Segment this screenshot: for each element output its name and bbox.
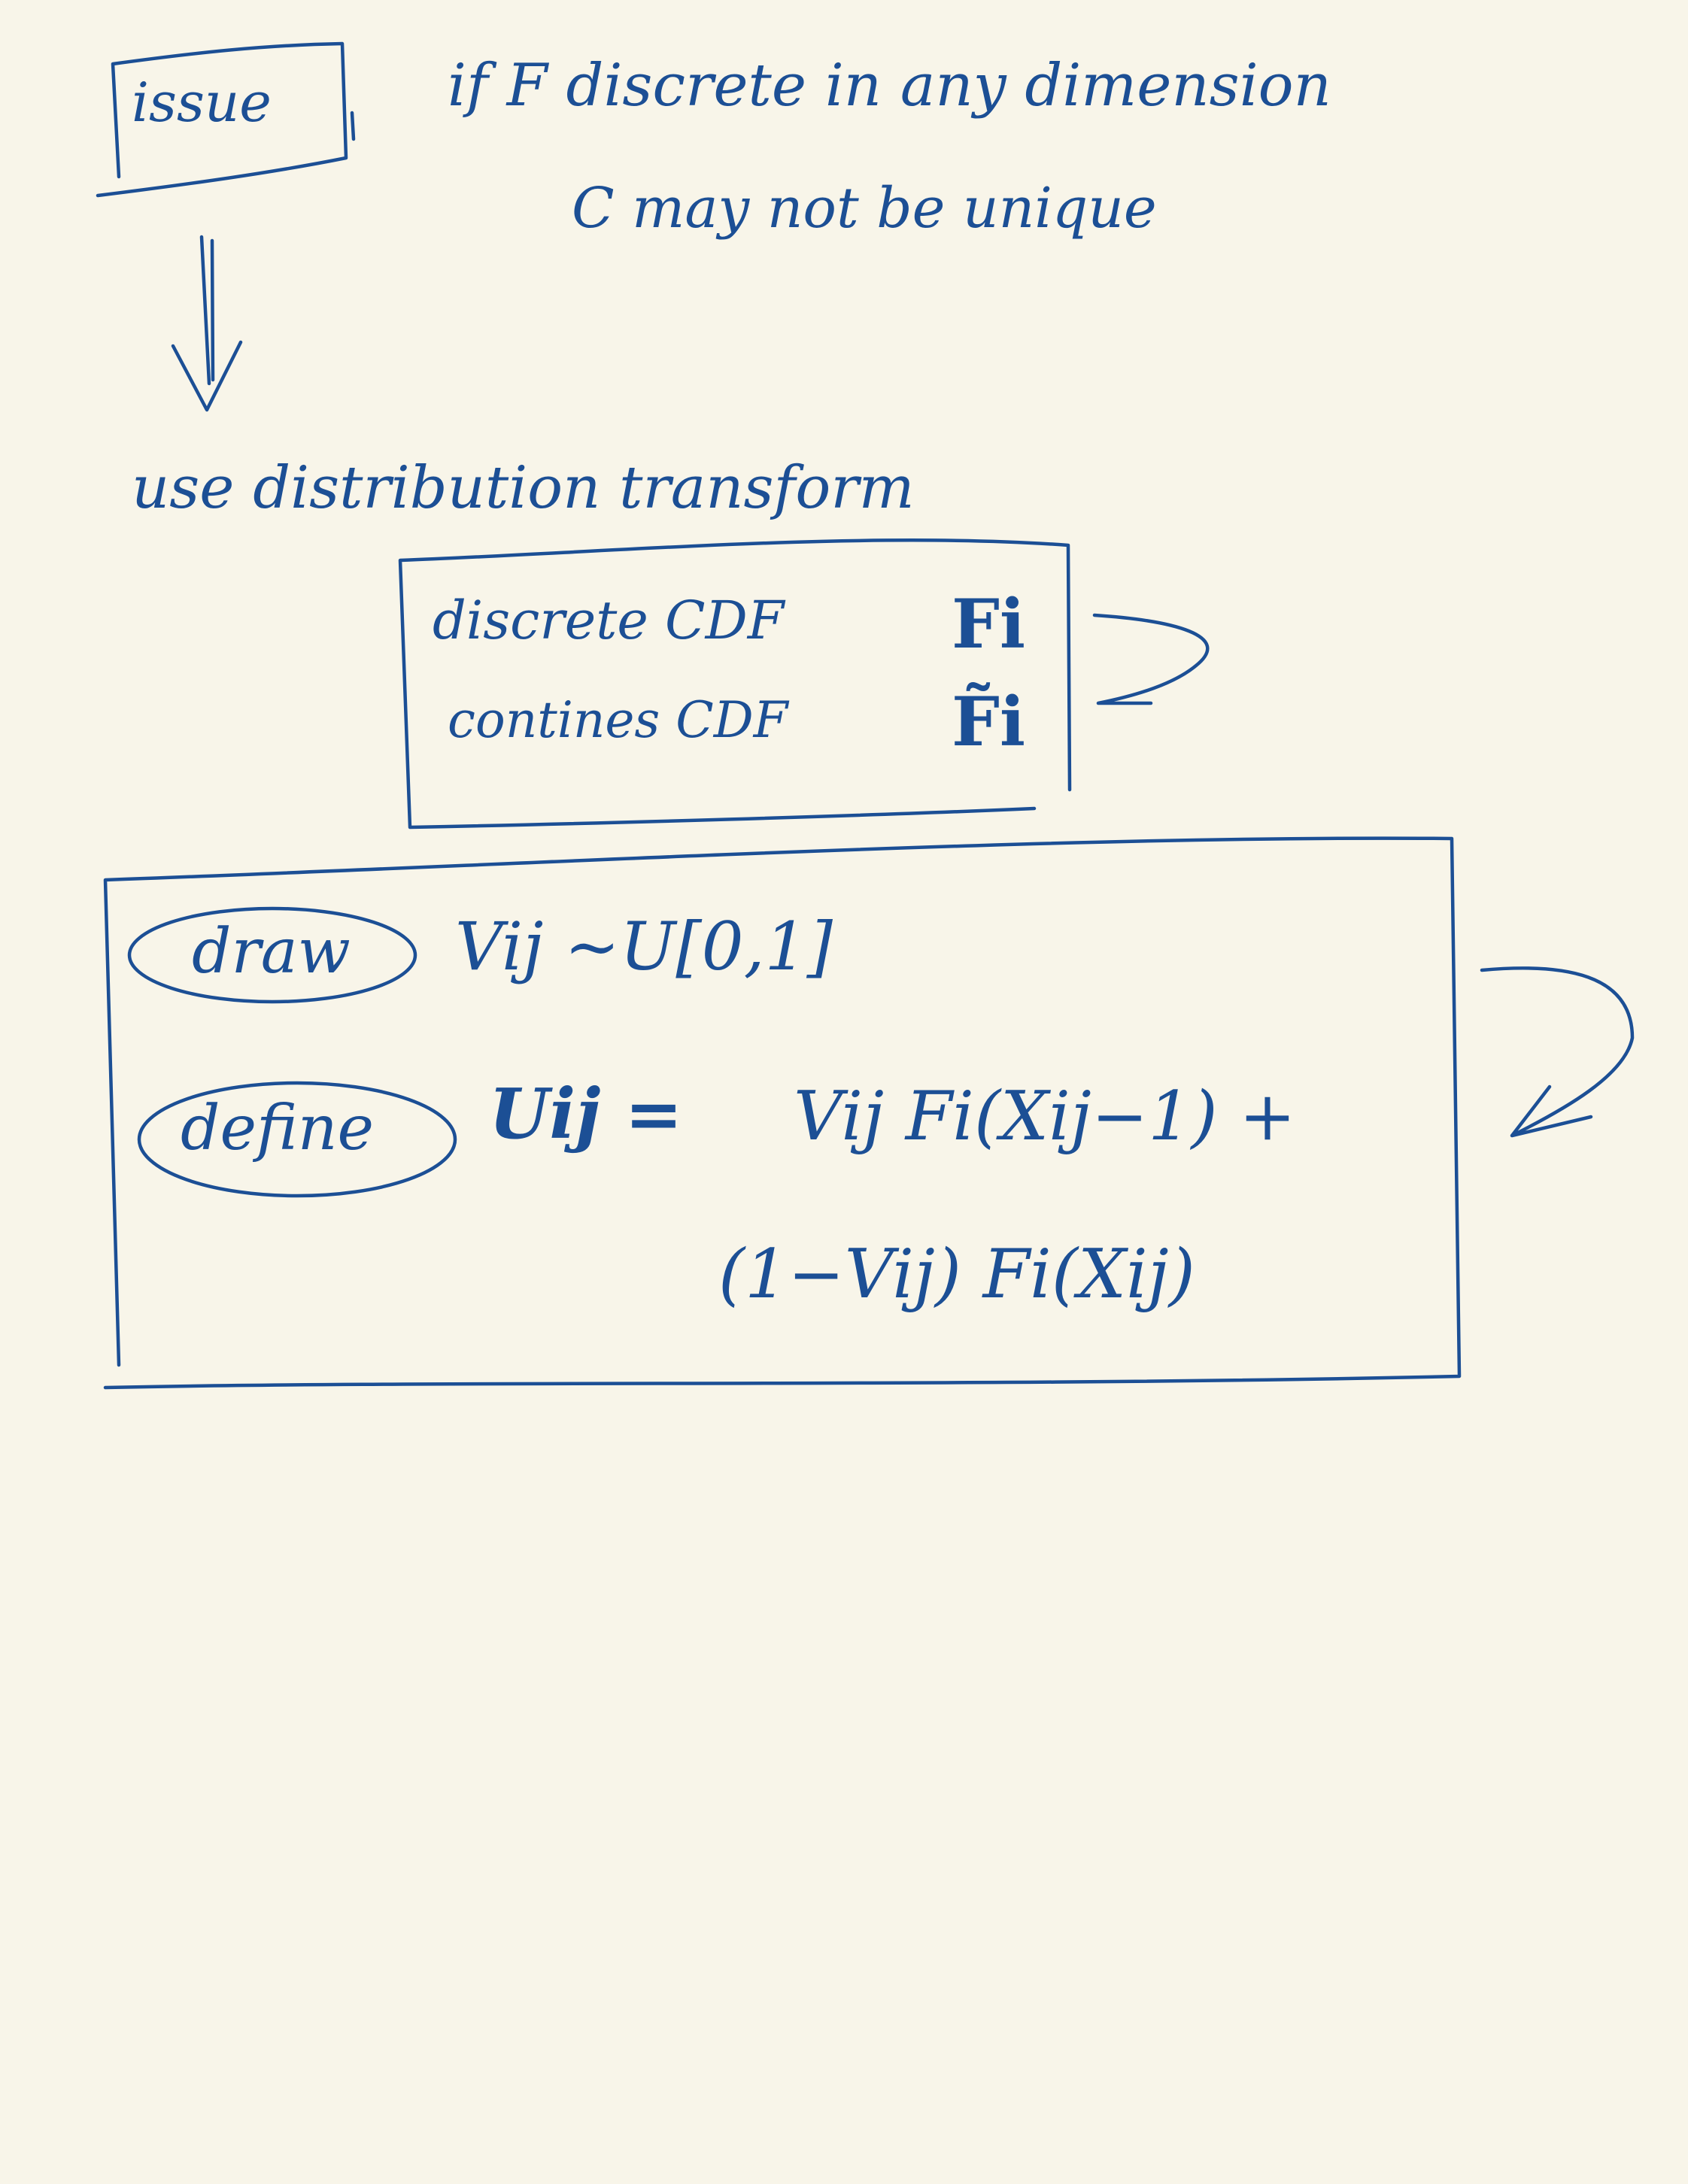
draw-formula: Vij ~U[0,1]	[455, 908, 833, 985]
define-label: define	[181, 1093, 375, 1164]
draw-label: draw	[192, 916, 351, 987]
define-lhs: Uij =	[489, 1073, 683, 1154]
issue-line-1: if F discrete in any dimension	[448, 52, 1331, 120]
continuous-cdf-label: contines CDF	[448, 691, 788, 749]
down-arrow-icon	[171, 235, 243, 412]
procedure-curved-arrow-icon	[1480, 966, 1635, 1138]
cdf-curved-arrow-icon	[1092, 613, 1210, 705]
define-rhs-line-2: (1−Vij) Fi(Xij)	[718, 1235, 1195, 1314]
continuous-cdf-symbol: F̃i	[952, 682, 1026, 762]
define-rhs-line-1: Vij Fi(Xij−1) +	[794, 1077, 1296, 1156]
discrete-cdf-label: discrete CDF	[433, 590, 785, 651]
discrete-cdf-symbol: Fi	[952, 584, 1026, 664]
transform-heading: use distribution transform	[132, 454, 915, 522]
issue-label: issue	[132, 71, 272, 134]
issue-line-2: C may not be unique	[572, 176, 1157, 241]
